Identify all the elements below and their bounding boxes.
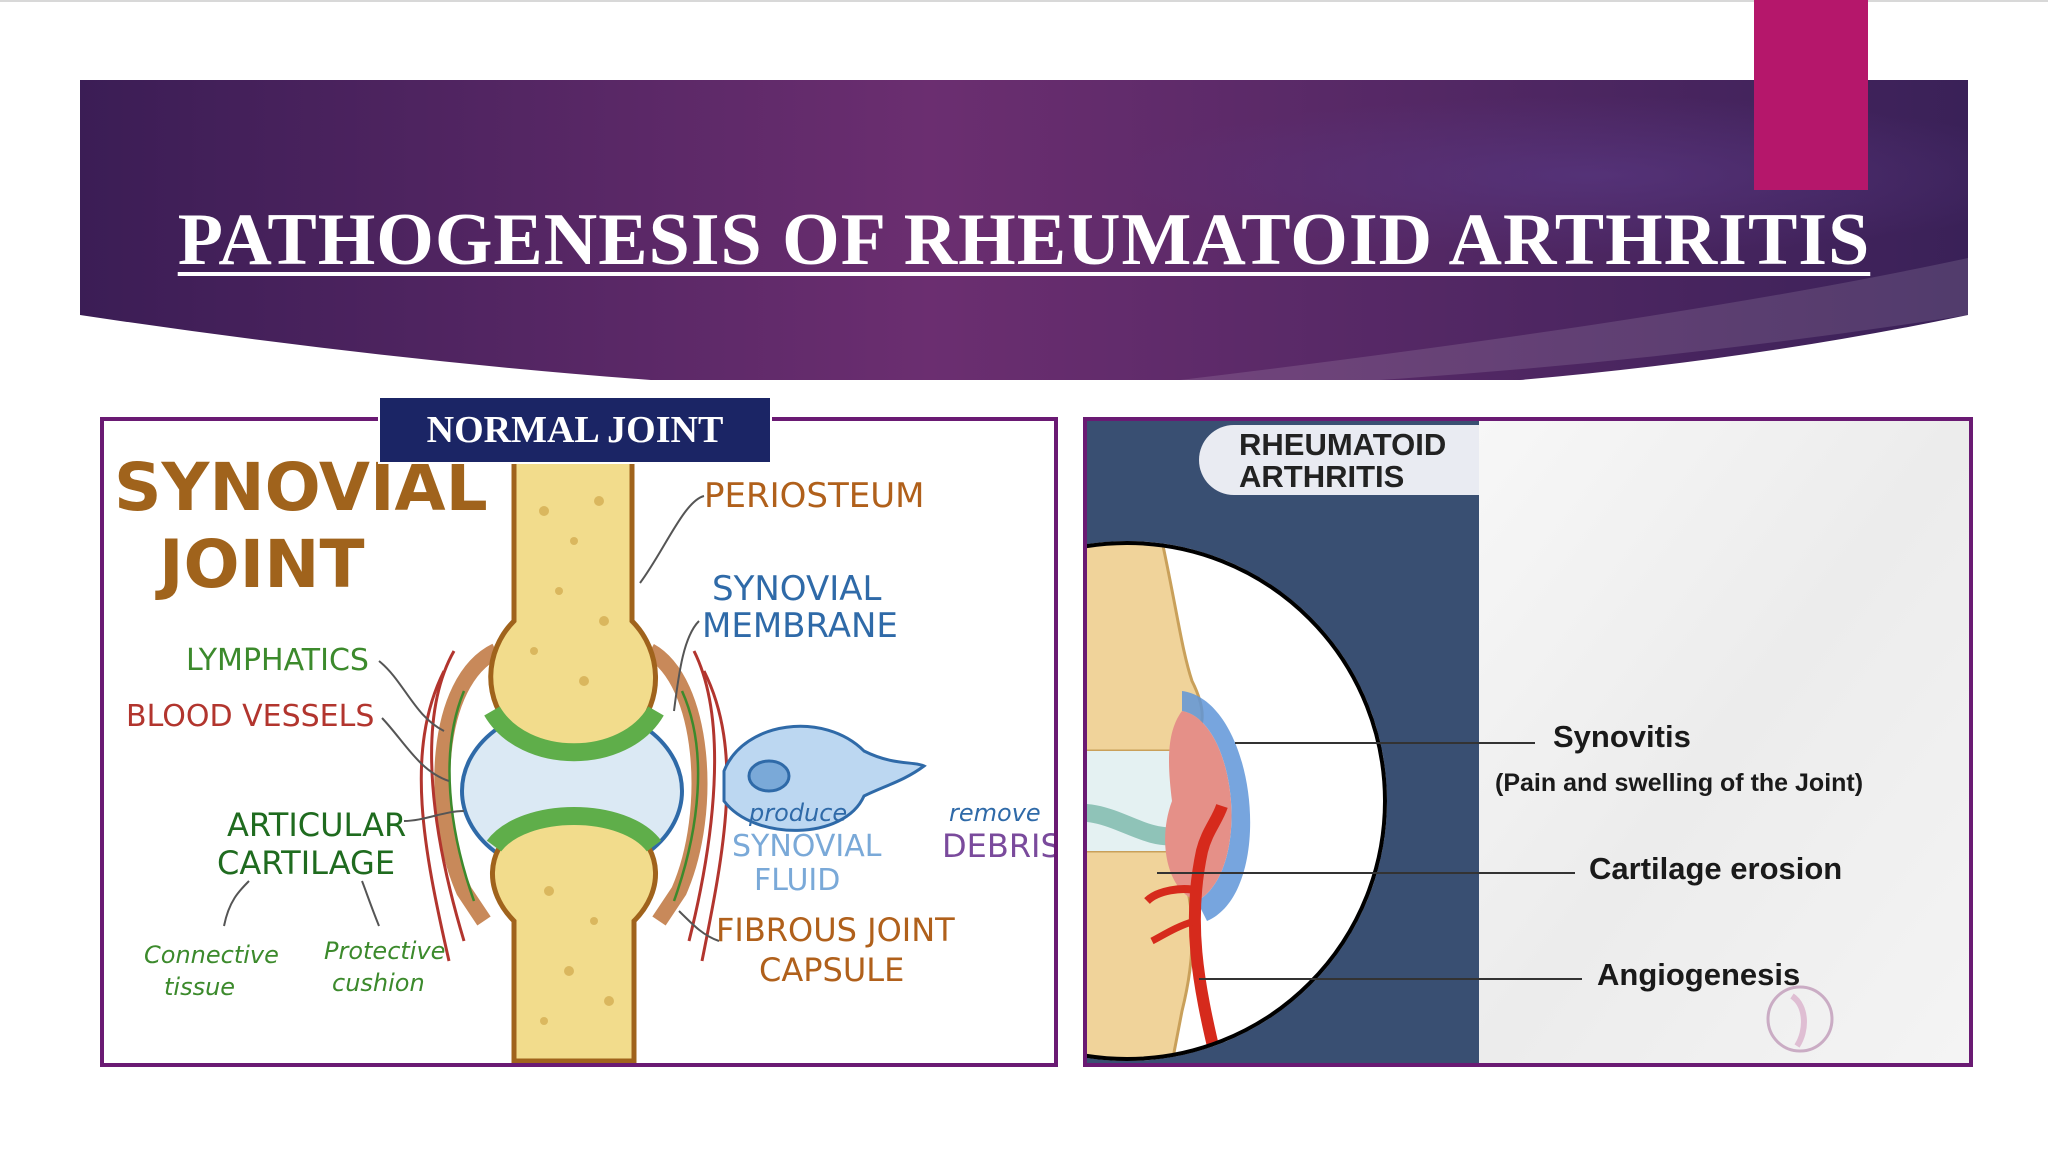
periosteum-label: PERIOSTEUM — [704, 476, 925, 516]
synovitis-label: Synovitis — [1553, 719, 1691, 754]
normal-joint-panel: SYNOVIAL JOINT PERIOSTEUM SYNOVIAL MEMBR… — [100, 417, 1058, 1067]
upper-cartilage — [484, 705, 664, 762]
articular-cartilage-label-line2: CARTILAGE — [217, 844, 396, 882]
rheumatoid-badge-line2: ARTHRITIS — [1239, 459, 1405, 494]
angiogenesis-label: Angiogenesis — [1597, 957, 1801, 992]
new-blood-vessel — [1188, 803, 1228, 1059]
slide-title: PATHOGENESIS OF RHEUMATOID ARTHRITIS — [177, 199, 1871, 281]
lower-bone — [490, 811, 658, 1063]
watermark-logo — [1766, 985, 1834, 1053]
fibrous-capsule-label-line2: CAPSULE — [759, 951, 905, 989]
upper-bone — [488, 458, 658, 753]
remove-label: remove — [949, 799, 1041, 827]
eroded-cartilage — [1087, 803, 1179, 846]
lymphatics — [448, 690, 700, 902]
articular-cartilage-label-line1: ARTICULAR — [227, 806, 407, 844]
rheumatoid-badge-line1: RHEUMATOID — [1239, 427, 1447, 462]
title-banner — [80, 80, 1968, 380]
rheumatoid-arthritis-panel: RHEUMATOID ARTHRITIS Synovitis (Pain and… — [1083, 417, 1973, 1067]
paper-background — [1479, 421, 1969, 1063]
protective-cushion-label-line1: Protective — [324, 937, 446, 965]
connective-tissue-label-line1: Connective — [144, 941, 279, 969]
synovial-joint-heading-line2: JOINT — [159, 526, 365, 603]
debris-label: DEBRIS — [942, 827, 1058, 865]
lower-cartilage — [486, 807, 662, 852]
normal-joint-label: NORMAL JOINT — [378, 396, 772, 464]
synovial-fluid-label-line2: FLUID — [754, 863, 841, 898]
fibrous-capsule-label-line1: FIBROUS JOINT — [716, 911, 955, 949]
cartilage-erosion-label: Cartilage erosion — [1589, 851, 1843, 886]
synovial-fluid-label-line1: SYNOVIAL — [732, 829, 882, 864]
inflamed-synovium — [1165, 711, 1232, 901]
protective-cushion-label-line2: cushion — [332, 969, 425, 997]
synovial-membrane-label-line1: SYNOVIAL — [712, 569, 882, 609]
synovial-membrane-ra — [1182, 691, 1251, 921]
connective-tissue-label-line2: tissue — [164, 973, 236, 1001]
accent-tab — [1754, 0, 1868, 190]
produce-label: produce — [749, 799, 848, 827]
synovial-joint-illustration — [223, 458, 927, 1063]
leader-lines — [1157, 742, 1582, 980]
banner-sheen — [1180, 258, 1968, 380]
synovitis-note: (Pain and swelling of the Joint) — [1495, 769, 1864, 797]
synoviocyte-cell — [722, 724, 927, 832]
blood-vessels-label: BLOOD VESSELS — [126, 699, 375, 734]
synovial-membrane-label-line2: MEMBRANE — [702, 606, 898, 646]
rheumatoid-joint-illustration — [1087, 421, 1969, 1063]
top-edge-line — [0, 0, 2048, 2]
lymphatics-label: LYMPHATICS — [186, 643, 369, 678]
